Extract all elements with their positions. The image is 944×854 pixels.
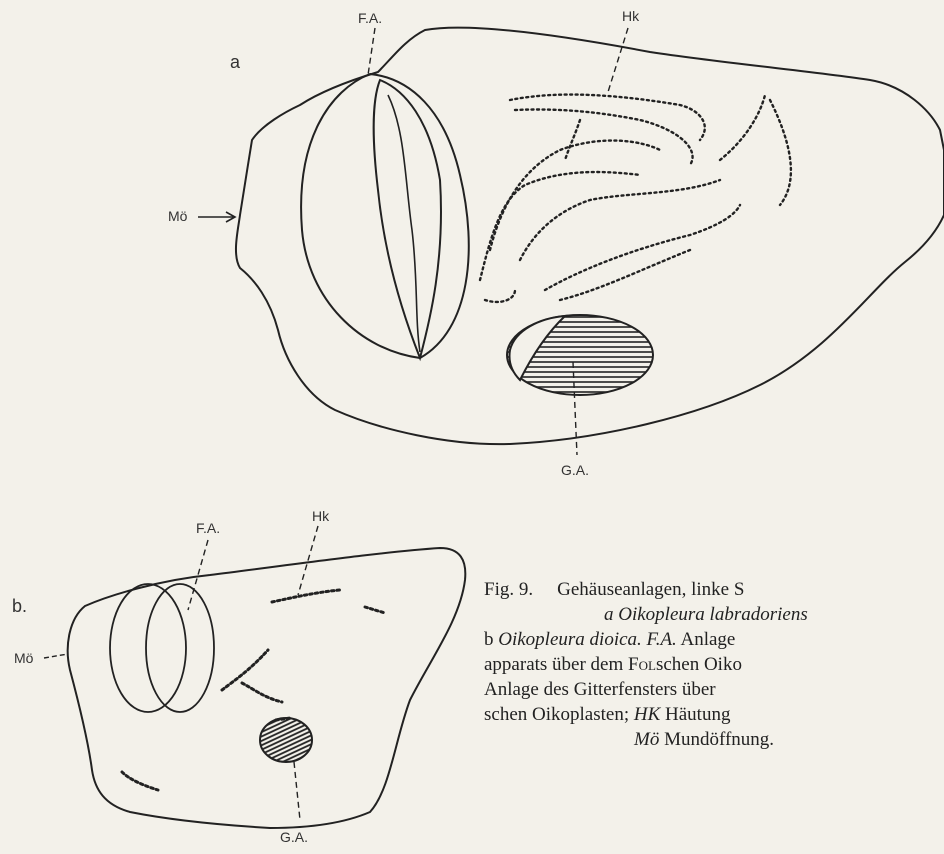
caption-hk-abbr: HK [634,704,660,725]
caption-species-a: a Oikopleura labradoriens [604,604,808,625]
caption-line-4: apparats über dem Folschen Oiko [484,652,944,677]
caption-fol: Fol [628,654,656,675]
panel-a-ga-label: G.A. [561,462,589,478]
panel-a-hk-label: Hk [622,8,639,24]
panel-b-ga [260,718,312,762]
caption-mo-abbr: Mö [634,729,659,750]
panel-b-hk-pointer [298,526,318,595]
caption-line-2: a Oikopleura labradoriens [484,602,944,627]
panel-b-ga-pointer [294,762,300,820]
caption-line6-b: Häutung [665,704,730,725]
panel-b-letter: b. [12,596,27,617]
caption-line-6: schen Oikoplasten; HK Häutung [484,702,944,727]
panel-b-fa-left [110,584,186,712]
caption-line7-text: Mundöffnung. [664,729,774,750]
panel-b-mo-label: Mö [14,650,33,666]
panel-a-hk-pointer [608,28,628,92]
panel-b-body-outline [68,548,466,828]
panel-a-fa-inner [374,80,441,358]
panel-b-hk-label: Hk [312,508,329,524]
caption-line-3: b Oikopleura dioica. F.A. Anlage [484,627,944,652]
panel-a-fa-outer [301,74,469,358]
caption-b-letter: b [484,629,494,650]
caption-line4-b: schen Oiko [656,654,742,675]
caption-line5-text: Anlage des Gitterfensters über [484,679,716,700]
caption-line6-a: schen Oikoplasten; [484,704,629,725]
panel-a-fa-label: F.A. [358,10,382,26]
caption-line-7: Mö Mundöffnung. [484,727,944,752]
panel-b-fa-label: F.A. [196,520,220,536]
figure-caption: Fig. 9. Gehäuseanlagen, linke S a Oikople… [484,577,944,752]
caption-fa-abbr: F.A. [647,629,677,650]
panel-a-fa-pointer [368,28,375,75]
caption-fig-number: Fig. 9. [484,579,533,600]
panel-a-mo-label: Mö [168,208,187,224]
caption-line4-a: apparats über dem [484,654,623,675]
caption-title: Gehäuseanlagen, linke S [557,579,744,600]
panel-a-letter: a [230,52,240,73]
caption-line-1: Fig. 9. Gehäuseanlagen, linke S [484,577,944,602]
panel-b-fa-right [146,584,214,712]
caption-species-b: Oikopleura dioica. [498,629,642,650]
caption-line3-text: Anlage [681,629,736,650]
caption-line-5: Anlage des Gitterfensters über [484,677,944,702]
panel-a-hk-bands [480,95,791,302]
panel-b-ga-label: G.A. [280,829,308,845]
panel-a-mo-arrow [198,212,235,222]
panel-b-hk-marks [122,590,385,790]
panel-b-mo-pointer [44,654,68,658]
